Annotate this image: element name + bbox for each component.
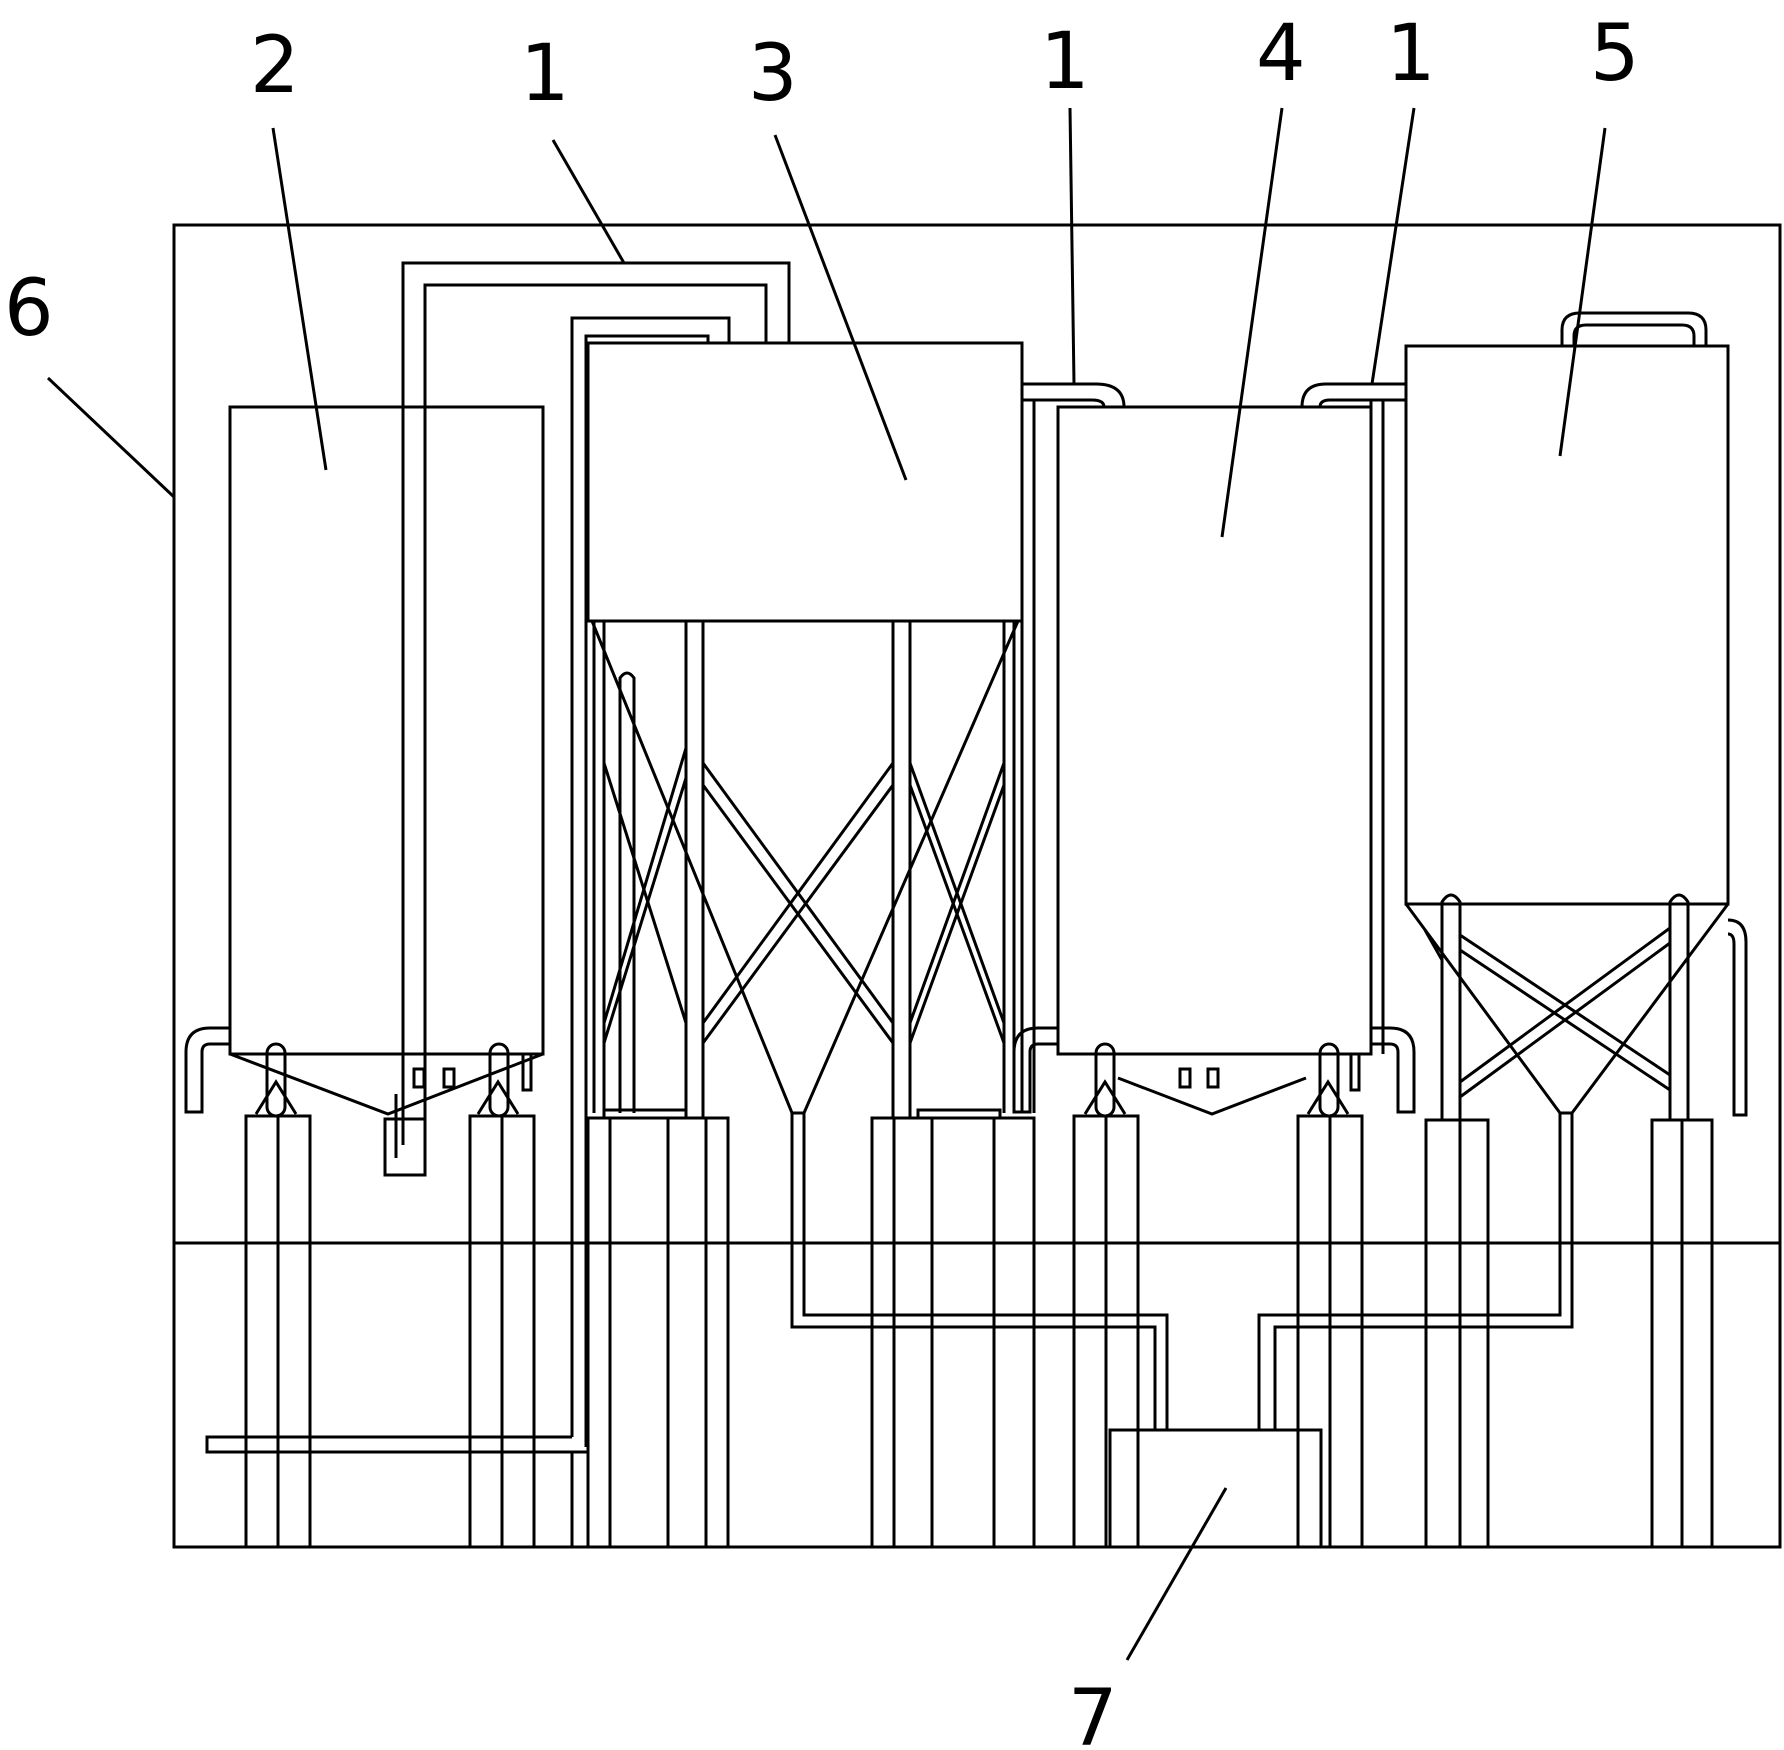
column [246,1116,278,1547]
column [1426,1120,1460,1547]
tank-5-side-pipe [1728,920,1746,1115]
tank-4-leg-brace [1308,1082,1348,1114]
label-7: 7 [1068,1674,1118,1750]
label-2: 2 [250,21,300,111]
leader-6 [48,378,174,497]
leader-5 [1560,128,1605,456]
collector-7 [1110,1430,1321,1547]
leader-4 [1222,108,1282,537]
column [668,1118,706,1547]
brace [604,763,686,1023]
column [994,1118,1034,1547]
tank-5-top-pipe [1562,313,1706,346]
column [932,1118,994,1547]
leader-2 [273,128,326,470]
brace [1425,930,1442,960]
column [1460,1120,1488,1547]
brace [910,763,1004,1023]
tank-3-riser [620,673,634,1113]
column [610,1118,668,1547]
brace [703,785,893,1043]
tank-5-hopper [1406,904,1728,1113]
column [1298,1116,1330,1547]
tank-4-body [1058,407,1371,1054]
tank-3 [588,343,1022,1118]
tank-4-window [1208,1069,1218,1087]
tank-2-leg-brace [478,1082,518,1114]
column [706,1118,728,1547]
label-1b: 1 [1040,17,1090,107]
column [470,1116,502,1547]
column [1074,1116,1106,1547]
tank-2-side-pipe [523,1054,531,1090]
column [894,1118,932,1547]
tank-3-leg [893,621,910,1118]
outer-frame [174,225,1780,1547]
foundation-left [246,1116,572,1547]
leader-3 [775,135,906,480]
hopper-outlet-pipe-5 [1275,1113,1572,1430]
column [1330,1116,1362,1547]
brace [604,778,686,1043]
tank-4-side-pipe [1014,1028,1058,1112]
tank-4-side-pipe [1351,1054,1359,1090]
label-5: 5 [1590,9,1640,99]
label-1c: 1 [1386,9,1436,99]
hopper-outlet-pipe-5 [1259,1113,1560,1430]
leader-1a [553,140,624,263]
foundation-right [1074,1116,1362,1547]
tank-2 [186,407,543,1116]
pipe-1-inner [425,285,766,1145]
pipe-1d [1302,384,1406,407]
brace [703,763,893,1023]
column [588,1118,610,1547]
pipe-1b-inner [586,336,708,1447]
leader-1b [1070,108,1074,384]
tank-3-hopper [592,621,1018,1113]
pipe-1c [1022,384,1124,407]
hopper-outlet-pipe [792,1113,1155,1430]
tank-4-cone [1118,1078,1306,1114]
label-3: 3 [748,29,798,119]
brace [1460,928,1670,1082]
label-6: 6 [4,264,54,354]
tank-5 [1406,313,1746,1120]
tank-4-window [1180,1069,1190,1087]
tank-4 [1014,407,1414,1116]
hopper-outlet-pipe [804,1113,1167,1430]
brace [1460,943,1670,1097]
tank-2-window [414,1069,424,1087]
tank-5-leg [1442,895,1460,1120]
column [1652,1120,1682,1547]
column [872,1118,894,1547]
pipe-1b-outer [572,318,729,1437]
leader-1c [1372,108,1414,384]
tank-2-body [230,407,543,1054]
foundation-mid [588,1118,1034,1547]
pipe-1-outer [403,263,789,1145]
tank-2-leg-brace [256,1082,296,1114]
tank-2-side-pipe [186,1028,230,1112]
label-4: 4 [1256,9,1306,99]
tank-5-leg [1670,895,1688,1120]
tank-5-body [1406,346,1728,904]
column [1682,1120,1712,1547]
tank-4-leg-brace [1085,1082,1125,1114]
pipe-1-drain-box [385,1119,425,1175]
leader-7 [1127,1488,1226,1660]
column [278,1116,310,1547]
label-1a: 1 [520,29,570,119]
brace [604,748,686,1023]
tank-2-window [444,1069,454,1087]
tank-4-side-pipe [1371,1028,1414,1112]
column [502,1116,534,1547]
brace [910,785,1004,1043]
tank-3-body [588,343,1022,621]
bottom-return-pipe [207,1437,588,1452]
foundation-far [1426,1120,1712,1547]
